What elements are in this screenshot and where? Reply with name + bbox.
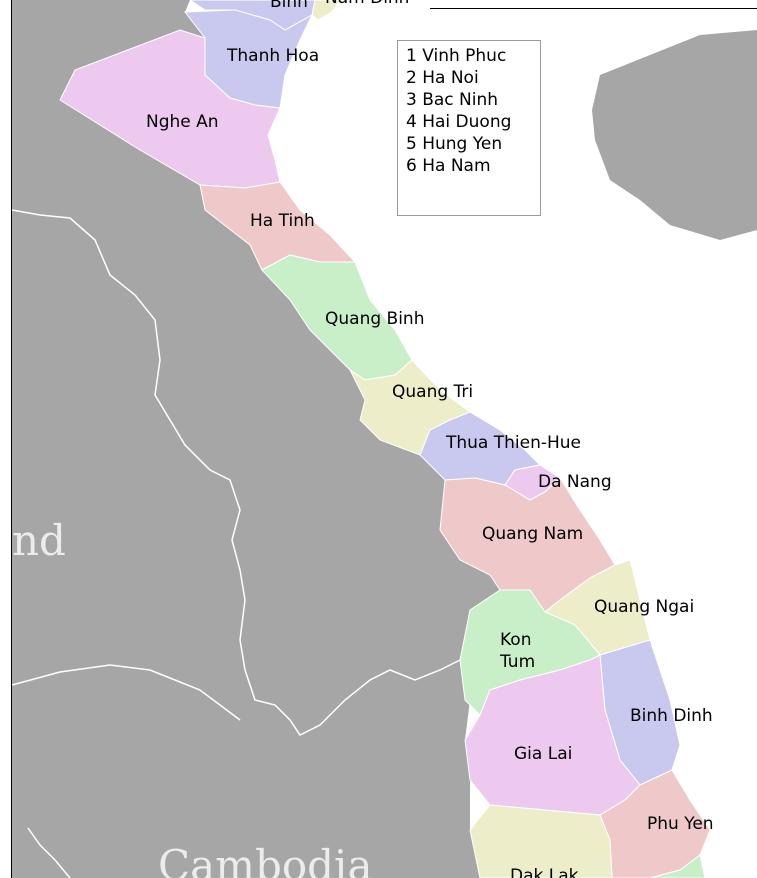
legend-item: 6 Ha Nam [406,156,491,176]
country-label-thailand-fragment: nd [12,516,66,565]
label-quang-ngai: Quang Ngai [594,597,695,617]
province-gia-lai [464,654,641,816]
legend-item: 4 Hai Duong [406,112,512,132]
label-quang-binh: Quang Binh [325,309,425,329]
label-nam-dinh-top: Nam Dinh [325,0,409,8]
label-thua-thien-hue: Thua Thien-Hue [446,433,582,453]
label-nghe-an: Nghe An [146,112,219,132]
province-nghe-an [59,29,281,189]
label-binh-dinh: Binh Dinh [630,706,713,726]
label-kon-tum-line1: Kon [500,630,532,650]
country-label-cambodia: Cambodia [158,841,373,878]
legend-box: 1 Vinh Phuc 2 Ha Noi 3 Bac Ninh 4 Hai Du… [397,40,541,216]
label-gia-lai: Gia Lai [514,744,573,764]
label-quang-nam: Quang Nam [482,524,584,544]
province-khanh-hoa [649,854,706,878]
province-dak-lak [469,804,613,878]
label-kon-tum-line2: Tum [500,652,536,672]
legend-item: 1 Vinh Phuc [406,46,507,66]
frontier-line-south [11,664,241,721]
label-quang-tri: Quang Tri [392,382,474,402]
label-binh-top: Binh [270,0,308,12]
label-phu-yen: Phu Yen [647,814,714,834]
label-ha-tinh: Ha Tinh [250,211,315,231]
label-da-nang: Da Nang [538,472,612,492]
frontier-line-mekong [27,827,71,878]
label-dak-lak: Dak Lak [510,866,579,878]
province-nam-dinh-top [311,0,341,21]
label-thanh-hoa: Thanh Hoa [227,46,320,66]
legend-item: 5 Hung Yen [406,134,503,154]
frontier-line-west [11,209,461,736]
legend-item: 3 Bac Ninh [406,90,499,110]
hainan-island [592,30,757,240]
legend-item: 2 Ha Noi [406,68,479,88]
foreign-land-laos-cambodia [12,0,500,878]
